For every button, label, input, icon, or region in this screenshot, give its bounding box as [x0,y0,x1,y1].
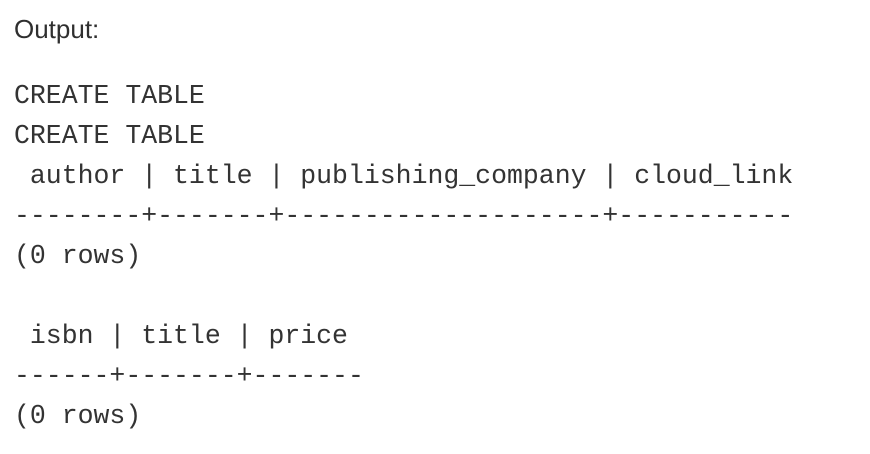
table-separator: ------+-------+------- [14,361,364,391]
table-separator: --------+-------+--------------------+--… [14,201,794,231]
row-count: (0 rows) [14,401,142,431]
table-header-row: isbn | title | price [14,321,348,351]
create-table-line: CREATE TABLE [14,121,205,151]
blank-line [14,276,793,316]
row-count: (0 rows) [14,241,142,271]
create-table-line: CREATE TABLE [14,81,205,111]
table-header-row: author | title | publishing_company | cl… [14,161,794,191]
console-output: CREATE TABLE CREATE TABLE author | title … [14,76,793,436]
output-heading: Output: [14,14,100,44]
